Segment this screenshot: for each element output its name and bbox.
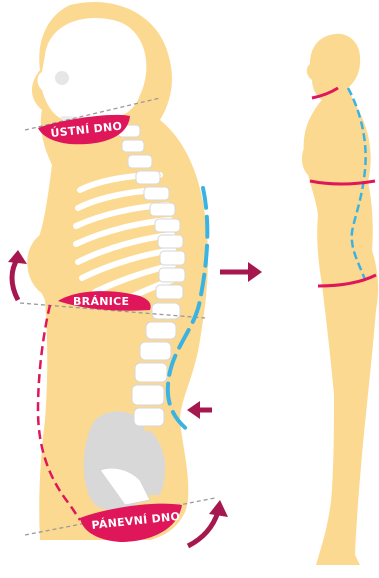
right-figure (302, 34, 378, 565)
arrow-left-icon (187, 401, 212, 419)
eye-socket (55, 71, 69, 85)
left-figure: ÚSTNÍ DNO BRÁNICE PÁNEVNÍ DNO (8, 2, 262, 546)
full-body-silhouette (304, 34, 378, 565)
curved-arrow-up-icon (8, 250, 27, 300)
label-diaphragm: BRÁNICE (73, 295, 129, 308)
arrow-right-icon (220, 262, 262, 282)
curved-arrow-up-icon (188, 500, 228, 546)
